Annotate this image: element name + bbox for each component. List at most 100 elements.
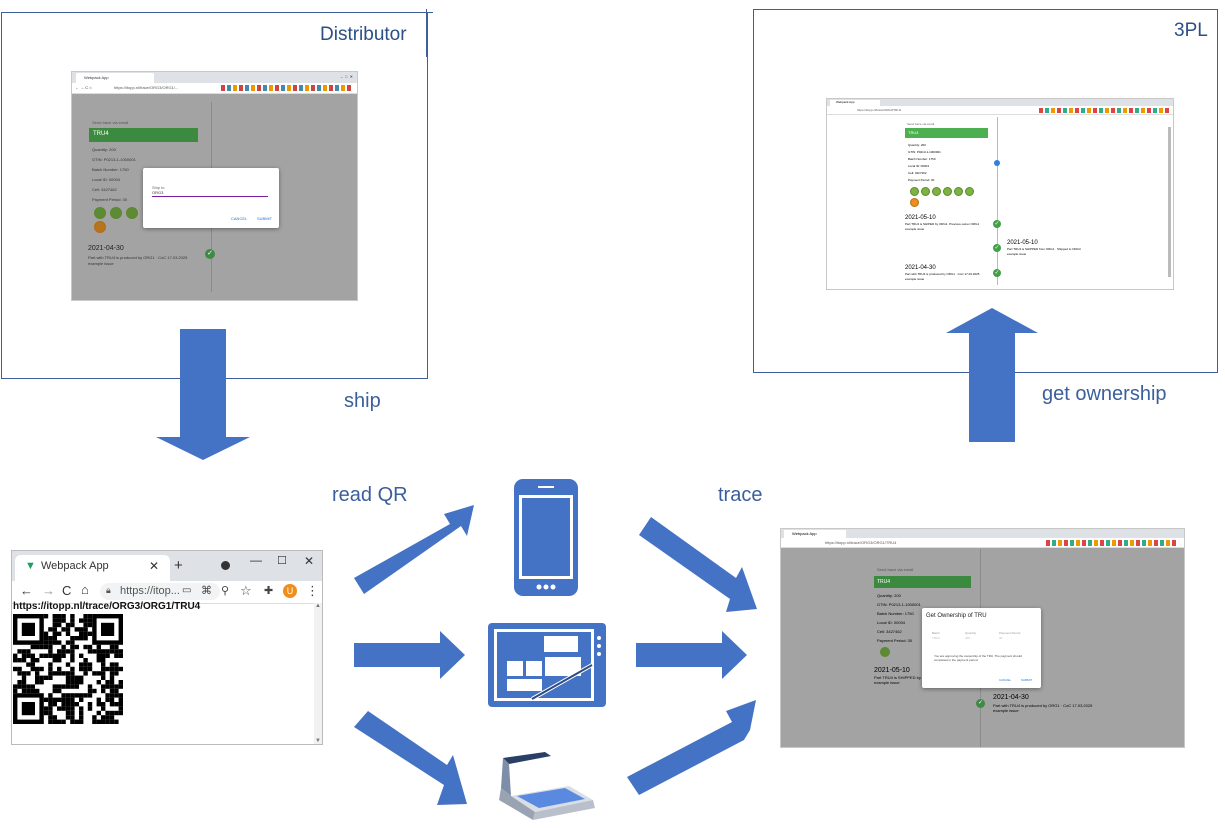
action-button[interactable]	[126, 207, 138, 219]
star-icon[interactable]: ☆	[240, 583, 252, 598]
qr-module	[118, 693, 123, 698]
qr-module	[43, 614, 49, 619]
dialog-val-0: TRU4	[932, 636, 940, 640]
cancel-button[interactable]: CANCEL	[231, 216, 248, 221]
menu-icon[interactable]: ⋮	[306, 583, 319, 598]
qr-module	[30, 644, 35, 650]
new-tab-icon[interactable]: +	[174, 557, 183, 574]
avatar[interactable]: U	[283, 584, 297, 598]
browser-tab[interactable]: Webpack App	[830, 100, 880, 106]
action-button[interactable]	[880, 647, 890, 657]
event-2-text: Part TRU4 is SHIPPED from ORG1 · Shipped…	[1007, 247, 1081, 251]
tru-header: TRU4	[874, 576, 971, 588]
qr-module	[74, 636, 79, 641]
qr-module	[57, 618, 62, 623]
qr-module	[79, 653, 84, 658]
qr-module	[70, 618, 75, 623]
window-controls[interactable]: – □ ✕	[340, 74, 353, 79]
action-button[interactable]	[94, 207, 106, 219]
field-4: Cell: 3427462	[908, 171, 927, 175]
browser-tab[interactable]: ▼ Webpack App ✕	[15, 555, 170, 581]
qr-icon[interactable]: ⌘	[201, 585, 212, 597]
qr-finder	[101, 622, 115, 636]
qr-module	[48, 719, 53, 724]
minimize-icon[interactable]: —	[250, 553, 262, 567]
extension-icons[interactable]	[1046, 540, 1176, 546]
qr-module	[30, 666, 35, 672]
close-tab-icon[interactable]: ✕	[149, 559, 160, 573]
qr-module	[52, 653, 57, 658]
action-button[interactable]	[110, 207, 122, 219]
action-button[interactable]	[943, 187, 952, 196]
back-icon[interactable]: ←	[20, 583, 33, 598]
qr-module	[52, 702, 57, 707]
browser-tabstrip: Webpack App – □ ✕	[72, 72, 357, 83]
event-1-date: 2021-05-10	[905, 215, 936, 221]
browser-tab[interactable]: Webpack App	[784, 530, 846, 538]
action-button[interactable]	[954, 187, 963, 196]
address-url[interactable]: https://itopp.nl/trace/ORG3/ORG1/...	[114, 85, 179, 90]
qr-module	[26, 684, 31, 689]
qr-module	[17, 680, 22, 685]
qr-module	[21, 675, 27, 680]
cancel-button[interactable]: CANCEL	[999, 678, 1012, 682]
address-bar[interactable]: 🔒︎ https://itop...	[100, 583, 220, 600]
qr-module	[114, 693, 119, 698]
qr-module	[61, 671, 66, 676]
extension-icons[interactable]	[1039, 108, 1169, 113]
qr-module	[61, 644, 66, 650]
maximize-icon[interactable]: ☐	[277, 555, 287, 567]
select-underline	[152, 196, 268, 197]
qr-module	[48, 653, 53, 658]
qr-module	[87, 693, 93, 698]
qr-module	[87, 644, 93, 650]
distributor-screenshot: Webpack App – □ ✕ ← → C ⌂ https://itopp.…	[71, 71, 358, 301]
close-window-icon[interactable]: ✕	[304, 554, 315, 568]
browser-tabstrip: ▼ Webpack App ✕ + — ☐ ✕	[12, 551, 322, 581]
reload-icon[interactable]: C	[62, 583, 72, 598]
qr-module	[52, 618, 57, 623]
submit-button[interactable]: SUBMIT	[257, 216, 273, 221]
address-url[interactable]: https://itopp.nl/trace/ORG3/TRU4	[857, 108, 902, 112]
qr-module	[48, 697, 53, 702]
field-4: Cell: 3427462	[877, 629, 902, 634]
qr-module	[13, 688, 18, 694]
home-icon[interactable]: ⌂	[81, 582, 89, 597]
qr-module	[70, 644, 75, 650]
qr-module	[92, 688, 97, 694]
qr-module	[87, 618, 93, 623]
extension-icons[interactable]	[221, 85, 351, 91]
qr-module	[35, 658, 40, 663]
qr-module	[52, 684, 57, 689]
qr-module	[105, 666, 110, 672]
zoom-icon[interactable]: ⚲	[221, 585, 230, 597]
cast-icon[interactable]: ▭	[182, 585, 192, 596]
submit-button[interactable]: SUBMIT	[1021, 678, 1033, 682]
arrow-scanner-to-trace	[627, 700, 756, 795]
action-button[interactable]	[921, 187, 930, 196]
qr-module	[57, 631, 62, 636]
forward-icon[interactable]: →	[42, 583, 55, 598]
action-button-orange[interactable]	[94, 221, 106, 233]
qr-module	[61, 614, 66, 619]
qr-module	[79, 662, 84, 667]
extensions-icon[interactable]: ✚	[264, 585, 274, 597]
address-url[interactable]: https://itopp.nl/trace/ORG3/ORG1/TRU4	[825, 540, 897, 545]
scrollbar[interactable]: ▲ ▼	[314, 603, 322, 744]
browser-tab[interactable]: Webpack App	[76, 73, 154, 83]
qr-module	[48, 627, 53, 632]
read-qr-label: read QR	[332, 484, 408, 506]
action-button[interactable]	[965, 187, 974, 196]
action-button[interactable]	[932, 187, 941, 196]
nav-buttons[interactable]: ← → C ⌂	[75, 85, 92, 90]
action-button[interactable]	[910, 187, 919, 196]
browser-toolbar: ← → C ⌂ 🔒︎ https://itop... ▭ ⌘ ⚲ ☆ ✚ U ⋮	[12, 581, 322, 604]
dialog-col-1: Quantity	[965, 631, 977, 635]
scrollbar[interactable]	[1168, 127, 1171, 277]
action-button-orange[interactable]	[910, 198, 919, 207]
profile-dot-icon[interactable]	[221, 561, 230, 570]
qr-module	[52, 715, 57, 720]
field-5: Payment Period: 30	[908, 178, 935, 182]
ship-to-select[interactable]: ORG3	[152, 190, 164, 195]
qr-module	[48, 649, 53, 654]
